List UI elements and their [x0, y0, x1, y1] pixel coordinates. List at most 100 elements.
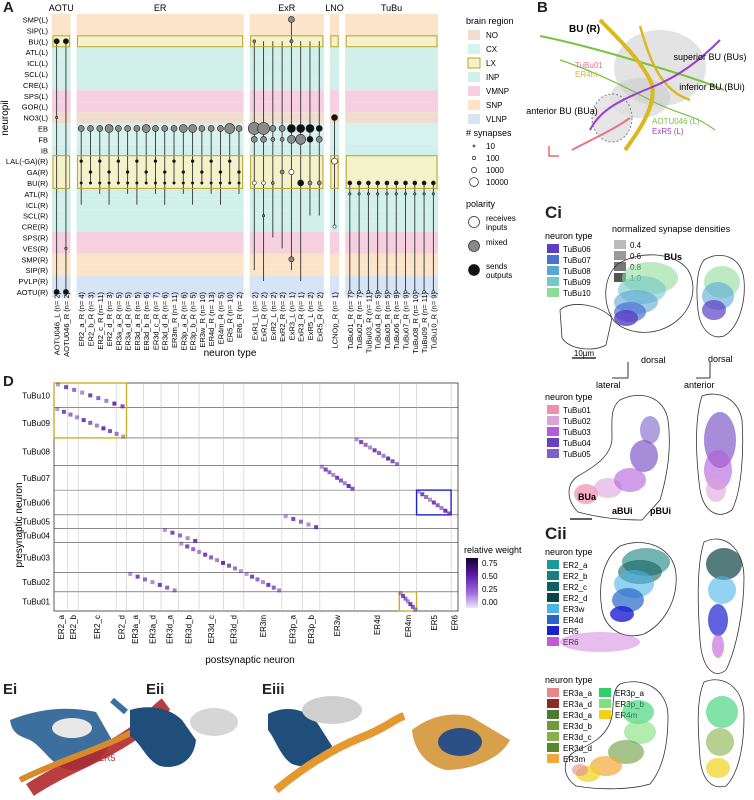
a-band: [249, 57, 324, 69]
legend-swatch: [547, 427, 559, 436]
a-dot: [163, 181, 167, 185]
panel-label-ci: Ci: [545, 203, 562, 222]
density-blob: [610, 606, 634, 622]
a-row-label: SMP(L): [23, 15, 49, 24]
d-cell: [94, 423, 99, 428]
d-cell: [447, 511, 452, 516]
a-dot: [228, 181, 232, 185]
a-dot: [126, 181, 130, 185]
b-er4m-label: ER4m: [575, 70, 598, 79]
legend-swatch: [547, 593, 559, 602]
a-dot: [181, 181, 185, 185]
ei-tubu06-label: TuBu06: [16, 725, 47, 735]
legend-swatch: [547, 743, 559, 752]
a-dot: [179, 124, 188, 133]
a-row-label: CRE(R): [22, 223, 49, 232]
a-dot: [384, 180, 390, 186]
a-band: [249, 68, 324, 80]
d-col-label: ER3a_a: [131, 614, 140, 643]
d-cell: [338, 478, 343, 483]
density-blob: [622, 700, 654, 724]
a-band: [76, 46, 244, 58]
a-dot: [207, 125, 215, 132]
a-band: [249, 253, 324, 265]
a-band: [249, 101, 324, 113]
a-band: [52, 264, 71, 276]
d-col-label: ER2_c: [93, 615, 102, 639]
d-cell: [413, 607, 418, 612]
legend-label: ER2_a: [563, 561, 588, 570]
d-cell: [298, 519, 303, 524]
d-row-label: TuBu04: [22, 531, 50, 540]
a-dot: [356, 180, 362, 186]
a-dot: [297, 179, 304, 187]
legend-swatch: [547, 416, 559, 425]
d-cell: [323, 467, 328, 472]
legend-region-label: SNP: [486, 101, 502, 110]
a-band: [52, 166, 71, 178]
d-cell: [416, 489, 421, 494]
a-row-label: SCL(L): [24, 70, 48, 79]
a-band: [345, 232, 438, 243]
a-col-label: ER5_R (n= 10): [226, 291, 235, 342]
ci-dorsal-label: dorsal: [641, 355, 666, 365]
a-band: [76, 166, 244, 178]
a-band: [52, 210, 71, 222]
a-dot: [257, 122, 270, 135]
a-dot: [170, 125, 178, 132]
a-dot: [235, 125, 243, 132]
density-blob: [574, 484, 598, 504]
panel-label-b: B: [537, 0, 548, 16]
ci-top-lateral-outline: [605, 254, 694, 333]
legend-label: ER3a_a: [563, 689, 592, 698]
a-dot: [63, 38, 69, 45]
ci-density-title: normalized synapse densities: [612, 224, 731, 234]
eiii-tubu06-mesh: [268, 709, 332, 767]
ci-bottom-anterior-outline: [696, 393, 744, 515]
legend-label: ER4d: [563, 616, 583, 625]
a-col-label: ExR1_L (n= 2): [250, 292, 259, 341]
a-group-label: TuBu: [381, 3, 402, 13]
d-col-label: ER2_b: [69, 614, 78, 639]
legend-swatch: [547, 604, 559, 613]
a-dot: [115, 125, 122, 132]
a-band: [76, 232, 244, 243]
a-dot: [315, 136, 323, 143]
d-col-label: ER3d_c: [207, 615, 216, 643]
panel-cii: neuron type ER2_aER2_bER2_cER2_dER3wER4d…: [545, 538, 745, 790]
d-row-label: TuBu06: [22, 498, 50, 507]
a-dot: [53, 38, 60, 45]
d-row-label: TuBu08: [22, 448, 50, 457]
legend-polarity-title: polarity: [466, 199, 496, 209]
a-band: [249, 286, 324, 298]
legend-syn-label: 10: [486, 142, 495, 151]
d-row-label: TuBu01: [22, 597, 50, 606]
a-band: [76, 199, 244, 211]
a-band: [329, 286, 340, 298]
a-band: [52, 46, 71, 58]
a-row-label: CRE(L): [23, 81, 49, 90]
legend-swatch: [547, 244, 559, 253]
legend-label: TuBu05: [563, 450, 591, 459]
legend-label: TuBu01: [563, 406, 591, 415]
density-blob: [706, 548, 742, 580]
a-dot: [296, 124, 305, 133]
a-dot: [181, 170, 186, 174]
a-dot: [413, 192, 417, 196]
a-band: [249, 35, 324, 47]
a-dot: [198, 125, 206, 132]
legend-label: ER3a_d: [563, 700, 592, 709]
a-band: [249, 188, 324, 200]
legend-swatch: [547, 688, 559, 697]
a-col-label: AOTU046_R (n= 2): [62, 292, 71, 357]
legend-swatch: [547, 571, 559, 580]
d-col-label: ER3d_d: [230, 615, 239, 644]
a-band: [329, 46, 340, 58]
a-band: [249, 177, 324, 189]
a-band: [345, 188, 438, 200]
d-cell: [114, 431, 119, 436]
a-col-label: TuBu08_R (n= 10): [411, 292, 420, 354]
a-band: [52, 133, 71, 145]
